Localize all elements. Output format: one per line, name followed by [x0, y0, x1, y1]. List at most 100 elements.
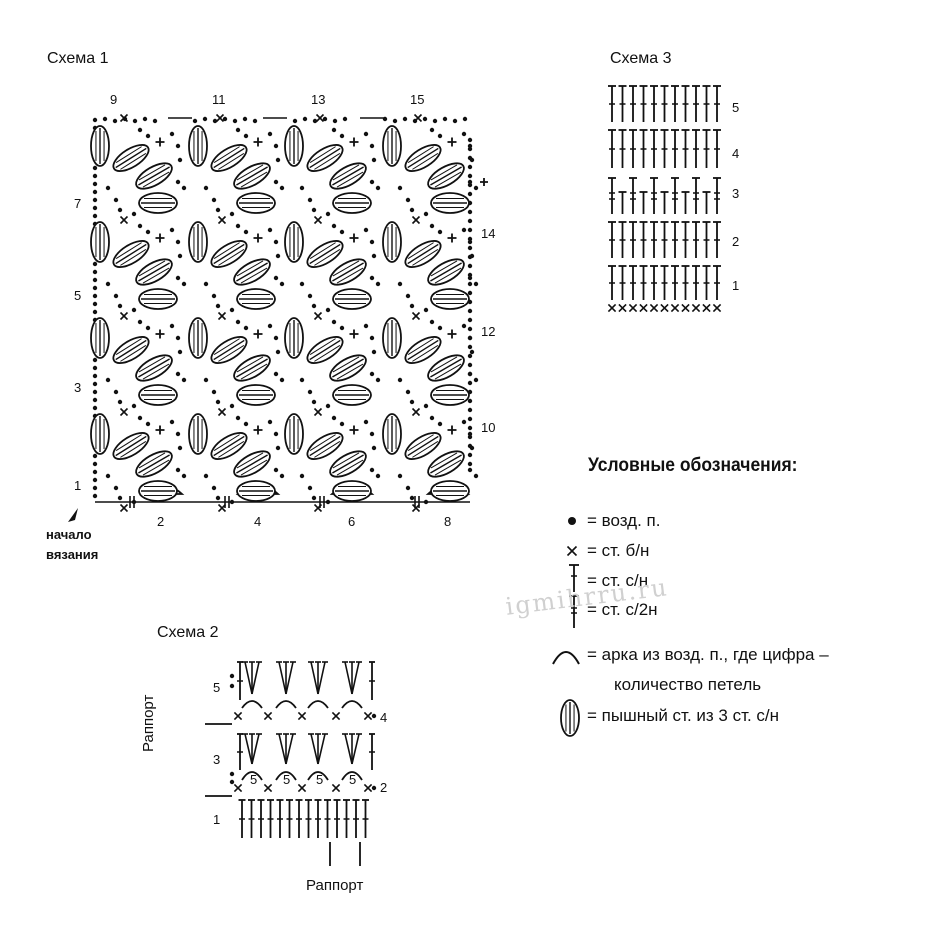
- chain-dot: [375, 281, 381, 287]
- puff-stitch: [188, 317, 208, 359]
- puff-line: [138, 358, 170, 378]
- chain-dot: [437, 133, 443, 139]
- single-crochet-mark: [660, 303, 669, 313]
- chain-dot: [397, 473, 403, 479]
- puff-stitch: [404, 432, 442, 460]
- puff-line: [213, 434, 240, 451]
- chain-dot: [467, 218, 473, 224]
- chain-dot: [461, 419, 467, 425]
- scheme3-title: Схема 3: [610, 50, 672, 67]
- legend-puff-text: = пышный ст. из 3 ст. с/н: [587, 706, 780, 725]
- chain-dot: [137, 223, 143, 229]
- puff-stitch: [135, 162, 173, 190]
- chain-dot: [311, 495, 317, 501]
- chain-dot: [275, 349, 281, 355]
- puff-line: [236, 452, 264, 469]
- single-crochet-mark: [411, 503, 421, 513]
- puff-line: [236, 166, 268, 186]
- chain-dot: [462, 116, 468, 122]
- chain-dot: [229, 683, 235, 689]
- puff-line: [314, 249, 341, 266]
- puff-line: [412, 345, 439, 362]
- puff-line: [336, 171, 364, 188]
- chain-dot: [467, 326, 473, 332]
- puff-stitch-horizontal: [430, 288, 470, 310]
- puff-line: [236, 260, 264, 277]
- chain-dot: [105, 185, 111, 191]
- puff-line: [332, 454, 364, 474]
- puff-line: [412, 153, 439, 170]
- chain-dot: [467, 179, 473, 185]
- chain-dot: [92, 197, 98, 203]
- puff-line: [138, 454, 170, 474]
- chain-dot: [369, 143, 375, 149]
- puff-line: [434, 267, 462, 284]
- chain-dot: [292, 118, 298, 124]
- chain-dot: [215, 303, 221, 309]
- chain-dot: [279, 473, 285, 479]
- scheme1-row-11: 11: [212, 92, 226, 107]
- scheme1-row-10: 10: [481, 420, 496, 435]
- chain-dot: [461, 131, 467, 137]
- chain-dot: [467, 164, 473, 170]
- chain-dot: [467, 353, 473, 359]
- chain-dot: [175, 275, 181, 281]
- chain-dot: [235, 415, 241, 421]
- chain-dot: [437, 421, 443, 427]
- chain-dot: [181, 185, 187, 191]
- chain-dot: [273, 467, 279, 473]
- chain-dot: [113, 197, 119, 203]
- chain-dot: [325, 307, 331, 313]
- puff-stitch-horizontal: [332, 192, 372, 214]
- chain-dot: [339, 229, 345, 235]
- puff-stitch-horizontal: [332, 384, 372, 406]
- single-crochet-mark: [233, 711, 243, 721]
- chain-dot: [279, 377, 285, 383]
- chain-dot: [429, 415, 435, 421]
- chain-dot: [117, 207, 123, 213]
- single-crochet-mark: [217, 215, 227, 225]
- chain-dot: [273, 431, 279, 437]
- single-crochet-mark: [363, 711, 373, 721]
- puff-line: [115, 434, 142, 451]
- chain-dot: [322, 116, 328, 122]
- chain-dot: [267, 227, 273, 233]
- chain-arch: [341, 771, 363, 781]
- chain-dot: [467, 143, 473, 149]
- puff-stitch: [284, 413, 304, 455]
- puff-stitch: [329, 162, 367, 190]
- chain-dot: [273, 371, 279, 377]
- chain-dot: [409, 207, 415, 213]
- chain-dot: [117, 303, 123, 309]
- chain-dot: [467, 362, 473, 368]
- puff-stitch-horizontal: [332, 480, 372, 502]
- puff-stitch: [112, 432, 150, 460]
- puff-stitch: [382, 413, 402, 455]
- puff-stitch: [233, 162, 271, 190]
- chain-dot: [117, 399, 123, 405]
- puff-stitch: [306, 240, 344, 268]
- single-crochet-mark: [566, 545, 578, 557]
- scheme3-row-2: 2: [732, 234, 740, 249]
- puff-stitch: [90, 221, 110, 263]
- puff-stitch: [135, 354, 173, 382]
- chain-dot: [192, 118, 198, 124]
- chain-dot: [137, 319, 143, 325]
- chain-dot: [307, 197, 313, 203]
- chain-dot: [212, 118, 218, 124]
- chain-dot: [375, 377, 381, 383]
- puff-stitch: [427, 354, 465, 382]
- puff-line: [407, 146, 434, 163]
- chain-dot: [299, 473, 305, 479]
- chain-dot: [235, 319, 241, 325]
- chain-dot: [169, 323, 175, 329]
- puff-stitch: [233, 450, 271, 478]
- chain-dot: [423, 211, 429, 217]
- chain-dot: [369, 239, 375, 245]
- plus-mark: [447, 329, 457, 339]
- puff-line: [309, 243, 341, 265]
- chain-dot: [339, 325, 345, 331]
- puff-line: [236, 358, 268, 378]
- chain-dot: [169, 227, 175, 233]
- chain-dot: [409, 303, 415, 309]
